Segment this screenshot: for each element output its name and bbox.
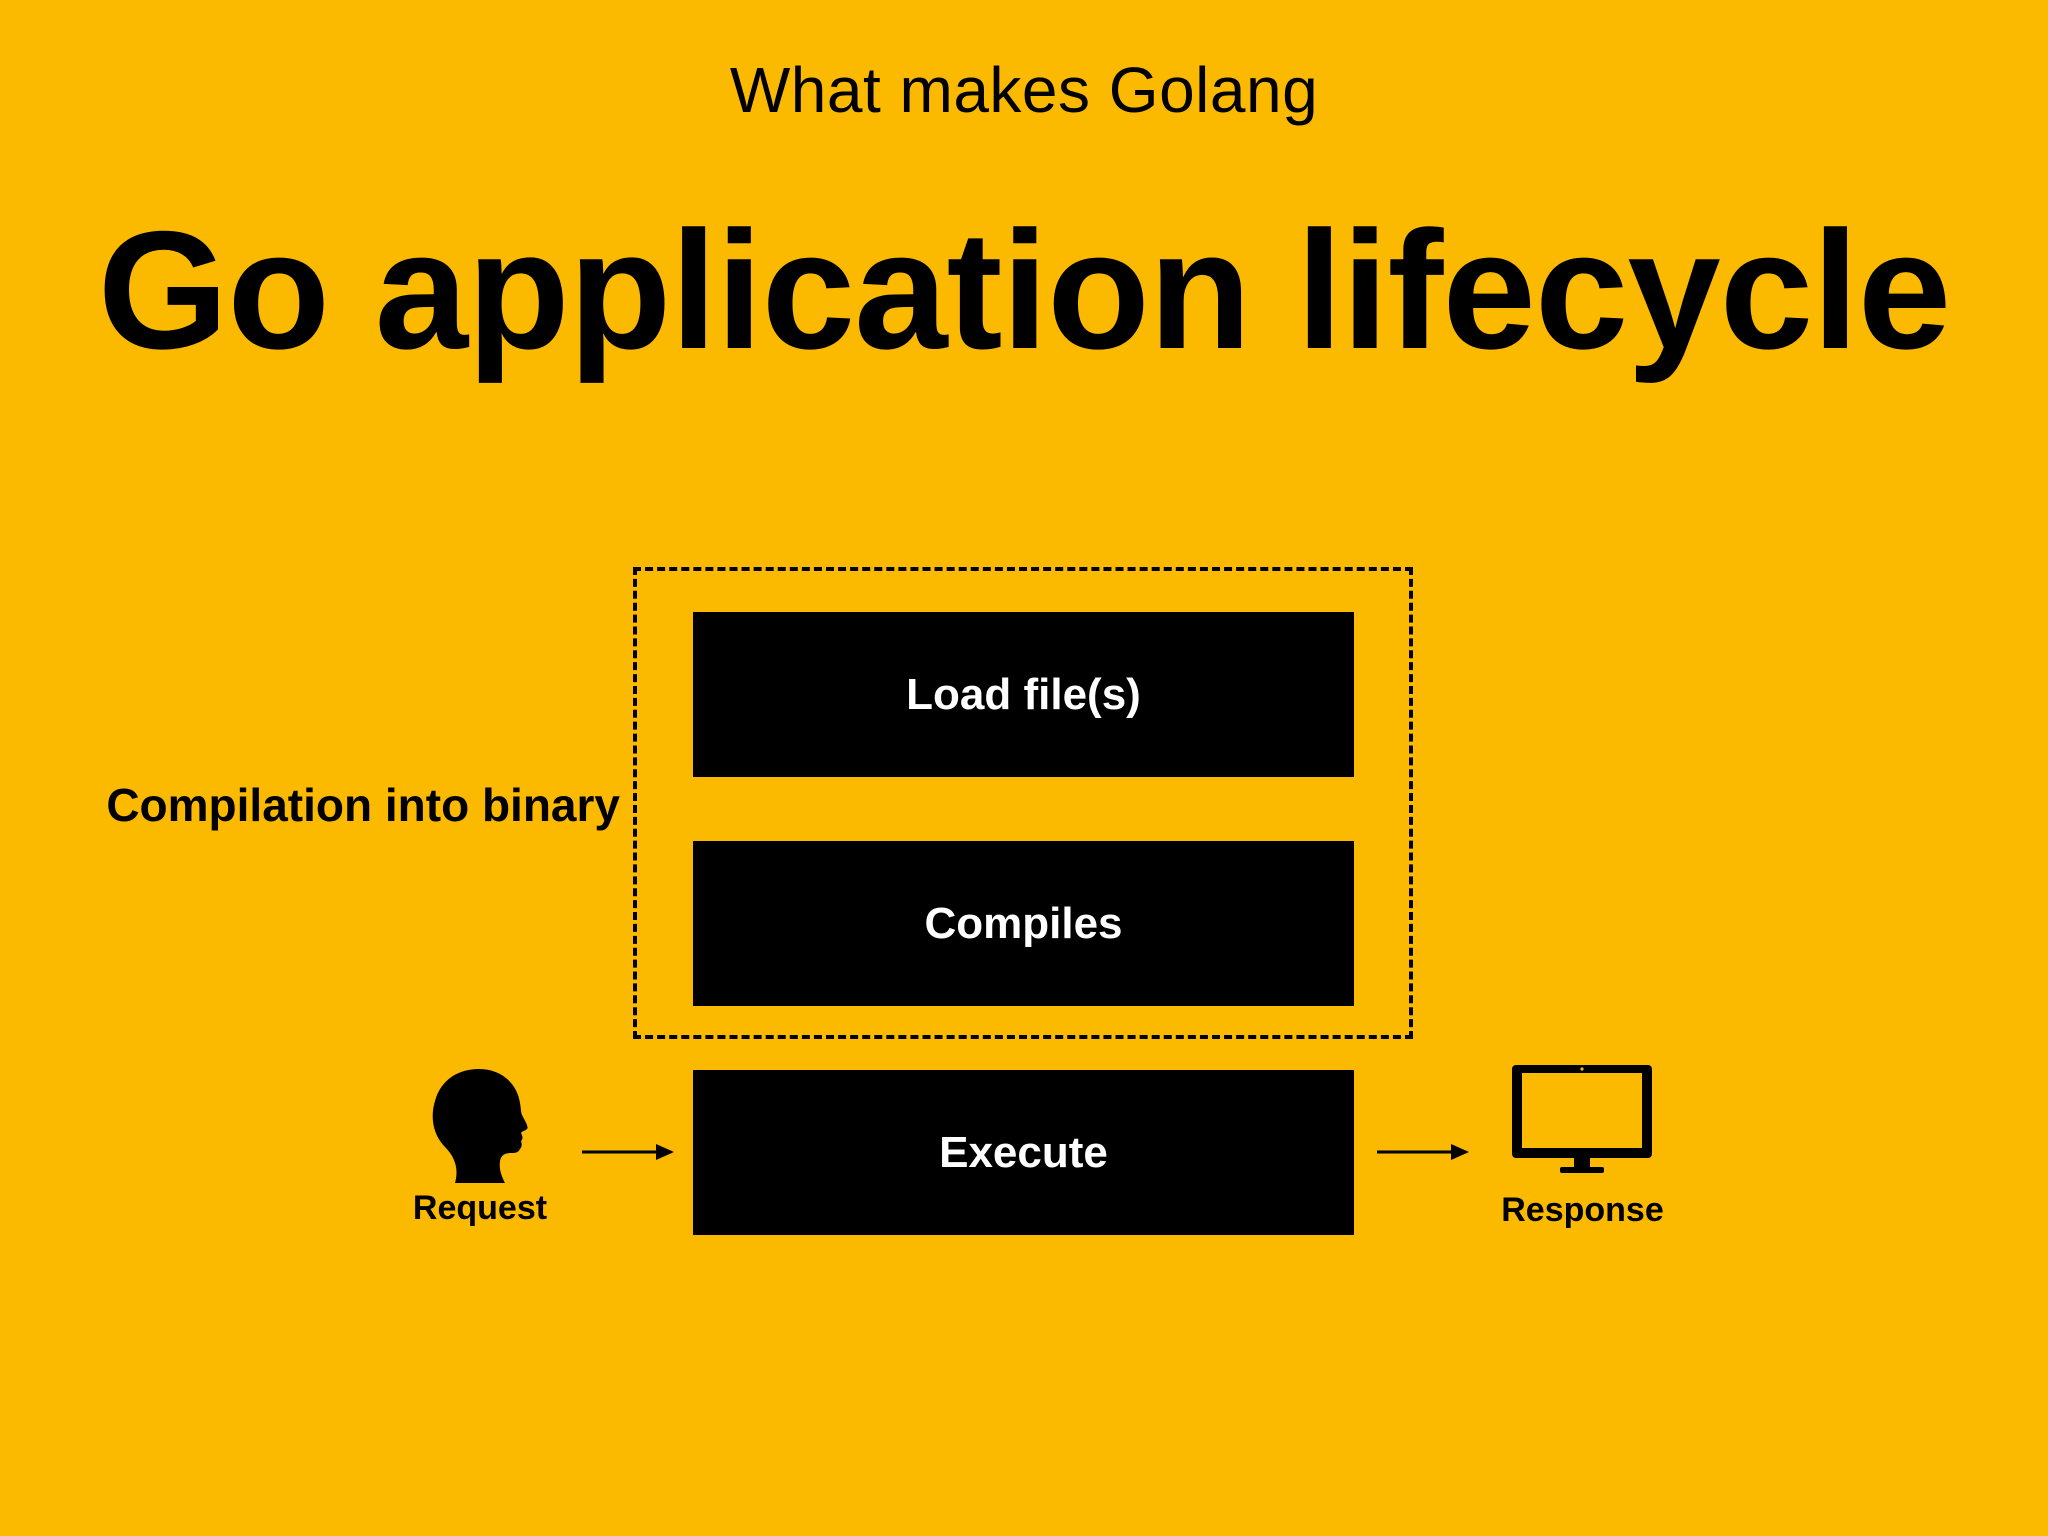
step-compiles: Compiles xyxy=(693,841,1354,1006)
slide-subtitle: What makes Golang xyxy=(729,54,1319,126)
step-execute: Execute xyxy=(693,1070,1354,1235)
compilation-group-border xyxy=(633,567,1413,1039)
step-load-files: Load file(s) xyxy=(693,612,1354,777)
monitor-icon xyxy=(1510,1063,1655,1178)
compilation-group-label: Compilation into binary xyxy=(106,779,620,831)
request-label: Request xyxy=(412,1189,548,1227)
step-execute-label: Execute xyxy=(939,1127,1108,1177)
response-arrow-icon xyxy=(1377,1140,1469,1164)
slide-title: Go application lifecycle xyxy=(97,196,1952,384)
step-load-files-label: Load file(s) xyxy=(906,669,1141,719)
person-head-icon xyxy=(425,1065,535,1185)
step-compiles-label: Compiles xyxy=(924,898,1123,948)
request-arrow-icon xyxy=(582,1140,674,1164)
response-label: Response xyxy=(1501,1191,1664,1229)
